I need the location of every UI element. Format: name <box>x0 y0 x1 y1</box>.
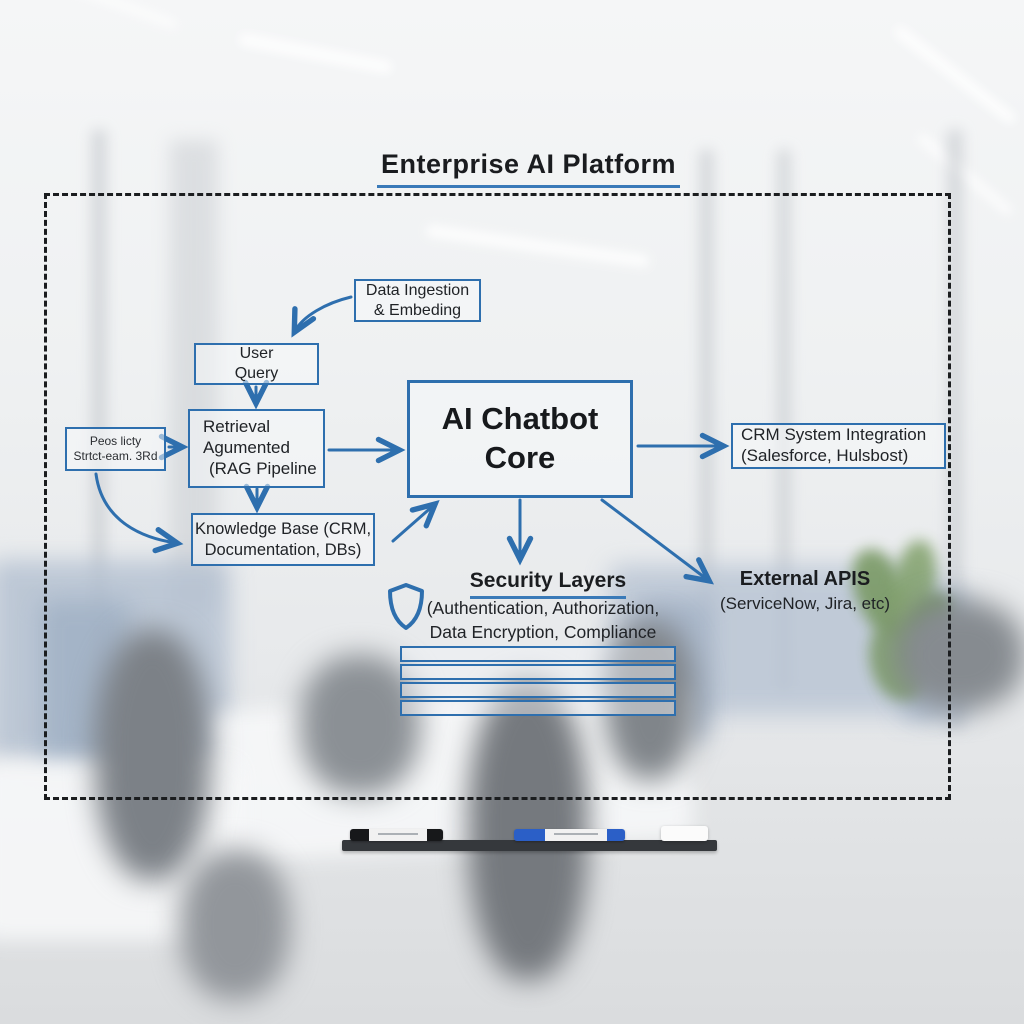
security-table-row <box>400 664 676 680</box>
node-label: User <box>239 345 274 363</box>
node-label: Peos licty <box>89 434 142 449</box>
marker-tray <box>342 840 717 851</box>
node-knowledge-base: Knowledge Base (CRM, Documentation, DBs) <box>191 513 375 566</box>
node-crm-integration: CRM System Integration (Salesforce, Huls… <box>731 423 946 469</box>
node-label: (RAG Pipeline <box>209 458 317 478</box>
security-line: Data Encryption, Compliance <box>429 621 657 642</box>
node-label: AI Chatbot <box>441 401 599 437</box>
node-label: Documentation, DBs) <box>204 540 362 559</box>
security-table-row <box>400 700 676 716</box>
office-chair <box>180 850 290 1000</box>
security-layers-subtext: (Authentication, Authorization, Data Enc… <box>398 597 688 644</box>
external-apis-subtext: (ServiceNow, Jira, etc) <box>719 594 891 613</box>
node-label: & Embeding <box>373 301 462 319</box>
blue-marker <box>514 829 625 841</box>
diagram-boundary <box>44 193 951 800</box>
ceiling-light <box>892 24 1018 126</box>
black-marker <box>350 829 443 841</box>
node-label: Retrieval <box>203 417 271 437</box>
diagram-title: Enterprise AI Platform <box>377 149 681 188</box>
external-apis-heading: External APIS <box>739 568 871 590</box>
node-rag-pipeline: Retrieval Agumented (RAG Pipeline <box>188 409 325 488</box>
node-label: (Salesforce, Hulsbost) <box>741 446 909 465</box>
security-layers-heading: Security Layers <box>428 569 668 599</box>
marker-body <box>369 829 427 841</box>
node-label: Knowledge Base (CRM, <box>194 520 372 539</box>
marker-body <box>545 829 607 841</box>
node-user-query: User Query <box>194 343 319 385</box>
ceiling-light <box>238 33 393 74</box>
node-data-ingestion: Data Ingestion & Embeding <box>354 279 481 322</box>
node-side-note: Peos licty Strtct-eam. 3Rd <box>65 427 166 471</box>
shield-icon <box>388 583 424 630</box>
security-layers-title: Security Layers <box>469 569 627 599</box>
node-label: Strtct-eam. 3Rd <box>73 449 158 463</box>
security-line: (Authentication, Authorization, <box>426 598 660 618</box>
node-label: CRM System Integration <box>741 425 927 445</box>
marker-cap <box>514 829 545 841</box>
ceiling-light <box>62 0 178 30</box>
node-label: Query <box>234 365 279 382</box>
node-label: Data Ingestion <box>365 281 470 299</box>
whiteboard-eraser <box>661 826 708 841</box>
node-ai-chatbot-core: AI Chatbot Core <box>407 380 633 498</box>
security-layers-table <box>400 646 676 718</box>
security-table-row <box>400 646 676 662</box>
node-label: Core <box>484 440 556 475</box>
marker-cap <box>607 829 625 841</box>
marker-cap <box>350 829 369 841</box>
security-table-row <box>400 682 676 698</box>
node-label: Agumented <box>203 438 290 458</box>
marker-cap <box>427 829 443 841</box>
